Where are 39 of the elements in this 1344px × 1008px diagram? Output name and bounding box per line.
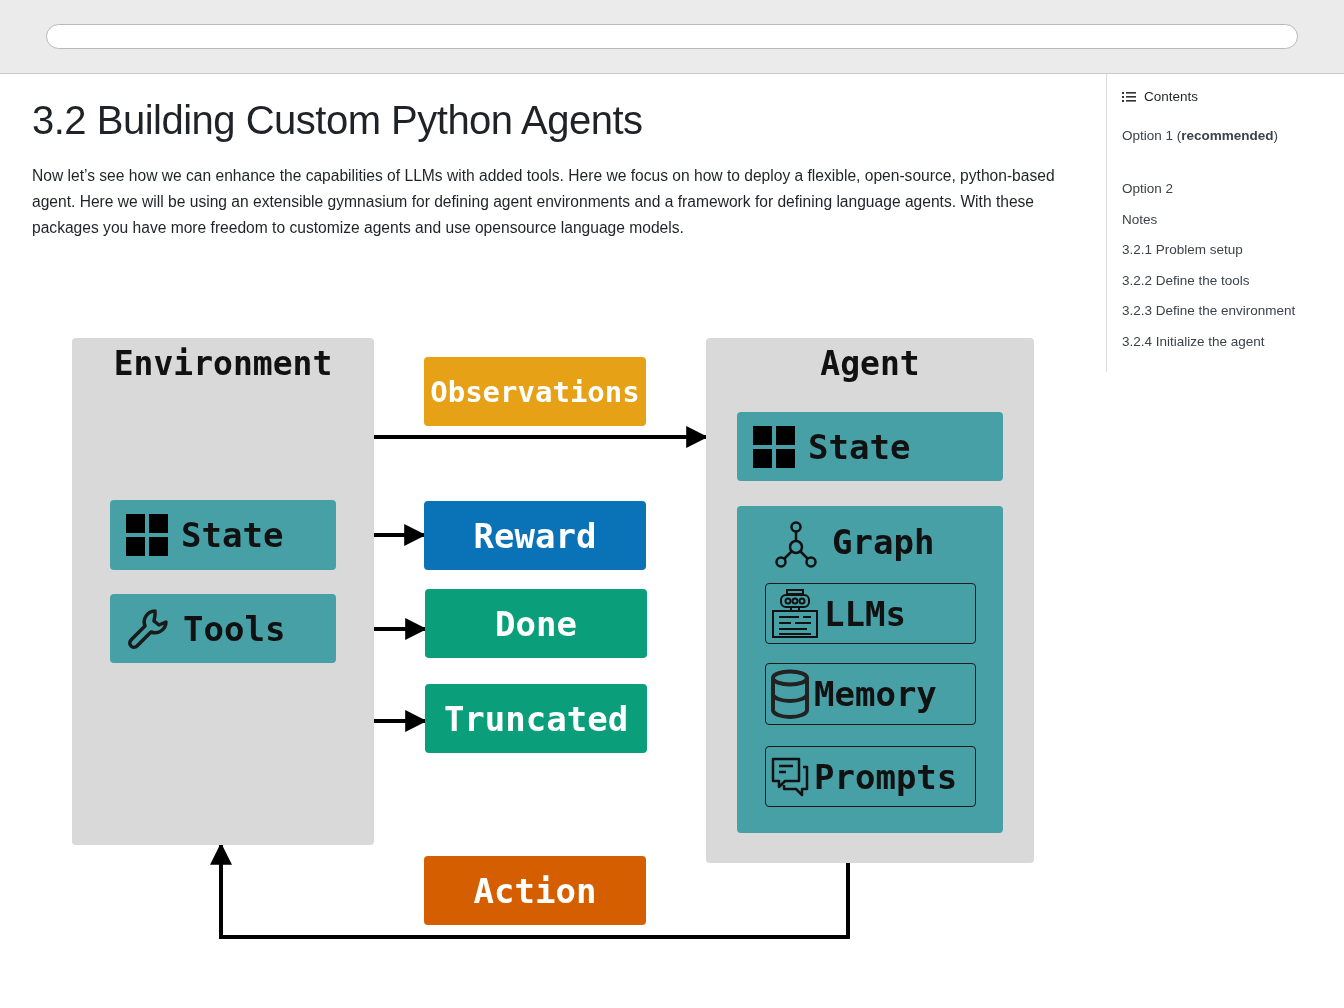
toc-link: 3.2.1 Problem setup	[1122, 241, 1244, 259]
llms-box	[765, 583, 976, 644]
tools-box	[110, 594, 336, 663]
box-label: Observations	[430, 374, 640, 409]
panel-heading: Graph	[832, 522, 935, 562]
page-title: 3.2 Building Custom Python Agents	[32, 98, 643, 143]
state-box	[110, 500, 336, 570]
box-label: State	[808, 426, 911, 467]
box-label: Reward	[473, 515, 597, 556]
box-label: Tools	[183, 608, 286, 649]
action-box	[424, 856, 646, 925]
memory-box	[765, 663, 976, 725]
toc-link: Notes	[1122, 211, 1159, 229]
intro-paragraph: Now let’s see how we can enhance the capabilities of LLMs with added tools. Here we focus on how to deploy a flexible, open-source, python-based agent. Here we will be using an extensible gymnasium for defining agent environments and a framework for defining language agents. With these packages you have more freedom to customize agents and use opensource language models.	[32, 166, 1056, 238]
box-label: Truncated	[443, 698, 629, 739]
arrow	[210, 842, 850, 939]
prompts-box	[765, 746, 976, 807]
observations-box	[424, 357, 646, 426]
agent-panel	[706, 338, 1034, 863]
toc-link: 3.2.2 Define the tools	[1122, 272, 1251, 290]
toc-link: Option 2	[1122, 180, 1175, 198]
box-label: Memory	[814, 674, 937, 714]
truncated-box	[425, 684, 647, 753]
box-label: State	[181, 515, 284, 555]
done-box	[425, 589, 647, 658]
environment-panel	[72, 338, 374, 845]
toc-link: 3.2.4 Initialize the agent	[1122, 333, 1266, 351]
reward-box	[424, 501, 646, 570]
box-label: Action	[473, 870, 597, 911]
box-label: Done	[495, 603, 577, 644]
state-box	[737, 412, 1003, 481]
graph-panel	[737, 506, 1003, 833]
toc-link: 3.2.3 Define the environment	[1122, 302, 1297, 320]
sidebar-heading: Contents	[1144, 88, 1199, 106]
box-label: LLMs	[824, 593, 906, 634]
panel-heading: Agent	[819, 344, 921, 383]
panel-heading: Environment	[112, 344, 334, 383]
toc-link: Option 1 (recommended)	[1122, 127, 1280, 145]
box-label: Prompts	[814, 756, 958, 797]
